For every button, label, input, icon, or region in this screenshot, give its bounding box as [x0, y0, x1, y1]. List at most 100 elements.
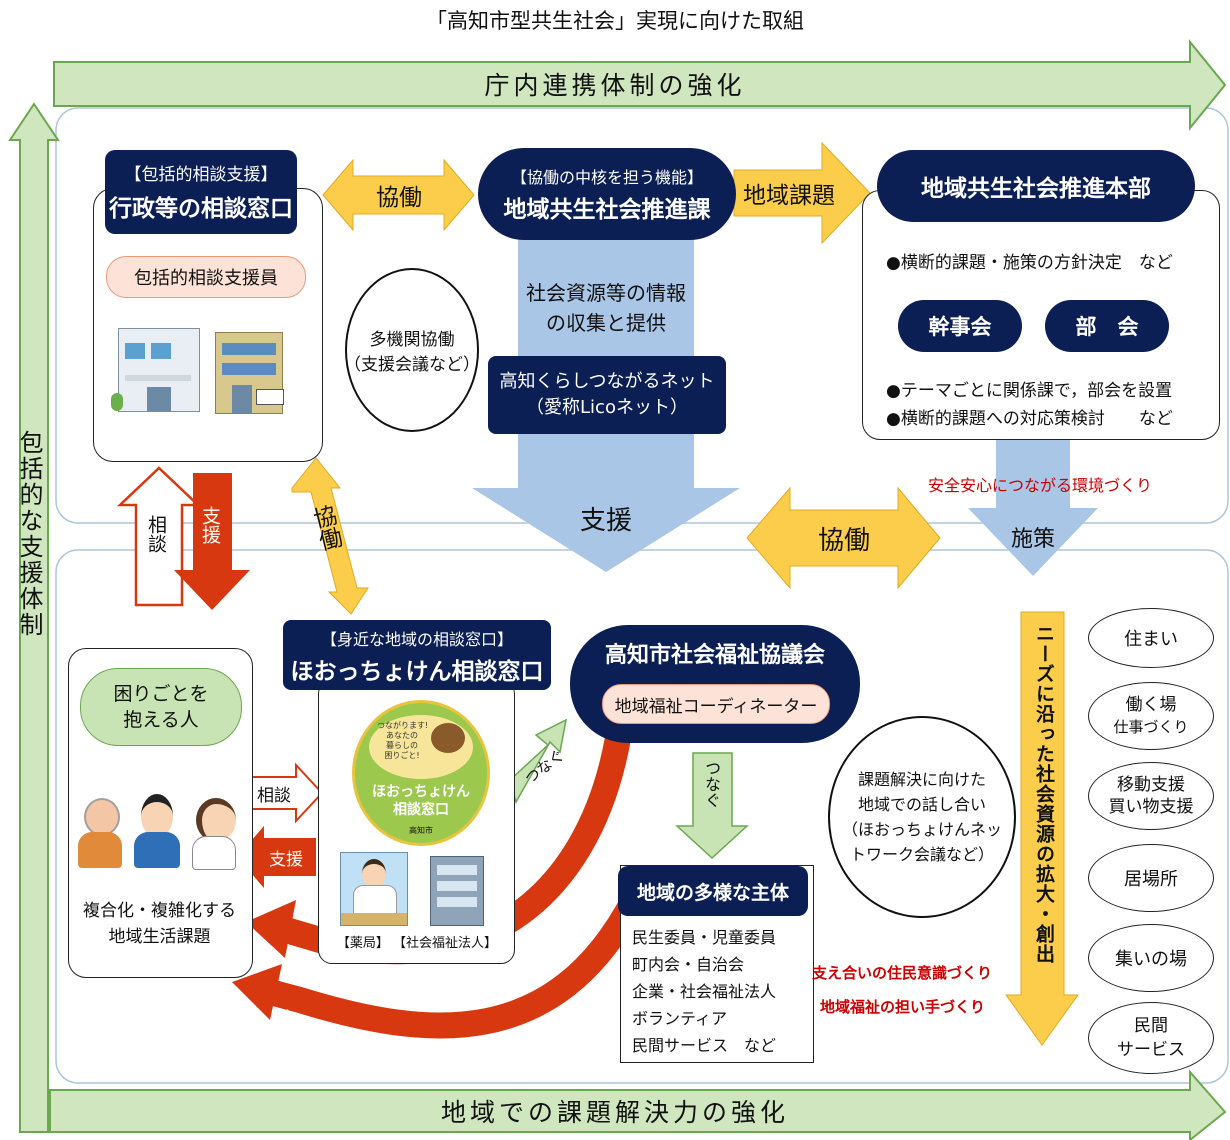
council-title: 高知市社会福祉協議会 [604, 643, 825, 668]
left-band-label: 包括的な支援体制 [15, 430, 43, 638]
hoochoken-badge: つながります! あなたの 暮らしの 困りごと! ほおっちょけん 相談窓口 高知市 [352, 700, 490, 846]
actors-item-1: 民生委員・児童委員 [632, 928, 777, 947]
person-caption: 複合化・複雑化する 地域生活課題 [72, 898, 247, 950]
connect-down-label: つなぐ [702, 760, 721, 808]
collab-mid-label: 協働 [817, 525, 870, 556]
lico-net-line2: （愛称Licoネット） [526, 397, 688, 418]
person-caption-line1: 複合化・複雑化する [83, 901, 236, 921]
hq-item-3: ●横断的課題への対応策検討 など [886, 409, 1173, 429]
worried-man-icon [134, 794, 180, 868]
collab-arrow-top [322, 158, 475, 232]
person-bubble-line2: 抱える人 [123, 709, 199, 731]
core-oval: 【協働の中核を担う機能】 地域共生社会推進課 [478, 148, 736, 240]
actors-item-2: 町内会・自治会 [632, 955, 745, 974]
resource-workplace: 働く場 仕事づくり [1088, 682, 1214, 750]
welfare-facility-icon [430, 856, 484, 926]
hq-title: 地域共生社会推進本部 [877, 150, 1195, 222]
actors-item-3: 企業・社会福祉法人 [632, 982, 777, 1001]
core-info-text: 社会資源等の情報 の収集と提供 [520, 278, 692, 338]
admin-window-header: 【包括的相談支援】 行政等の相談窓口 [105, 150, 297, 234]
bottom-band-label: 地域での課題解決力の強化 [440, 1098, 789, 1127]
top-band-label: 庁内連携体制の強化 [484, 71, 746, 100]
regional-issue-label: 地域課題 [743, 183, 835, 209]
bottom-band-arrow [49, 1069, 1227, 1140]
resource-workplace-line2: 仕事づくり [1113, 718, 1189, 736]
badge-line2: 相談窓口 [393, 802, 449, 818]
support-left-label: 支援 [269, 849, 303, 870]
regional-issue-arrow [733, 141, 871, 245]
support-curve-head-1 [246, 900, 296, 958]
left-band-arrow [8, 102, 60, 1133]
resource-mobility: 移動支援 買い物支援 [1088, 762, 1214, 830]
core-info-line1: 社会資源等の情報 [526, 281, 686, 305]
resource-private-line1: 民間 [1134, 1016, 1168, 1036]
multi-agency-line2: （支援会議など） [344, 355, 480, 375]
dog-mascot-icon [431, 723, 465, 753]
support-curve-arrow-2 [266, 893, 646, 1039]
support-center-building-icon [111, 328, 200, 412]
collab-arrow-mid [746, 486, 941, 590]
talk-line4: トワーク会議など） [849, 845, 994, 864]
local-window-tag: 【身近な地域の相談窓口】 [320, 630, 513, 649]
resource-place: 居場所 [1088, 844, 1214, 912]
page-title: 「高知市型共生社会」実現に向けた取組 [426, 9, 804, 33]
needs-banner-shape [1005, 611, 1079, 1046]
badge-small-line2: あなたの [386, 731, 418, 740]
policy-label: 施策 [1010, 527, 1055, 552]
resource-workplace-line1: 働く場 [1125, 695, 1177, 715]
talk-circle: 課題解決に向けた 地域での話し合い （ほおっちょけんネッ トワーク会議など） [828, 716, 1016, 918]
resource-housing: 住まい [1088, 608, 1214, 668]
admin-window-tag: 【包括的相談支援】 [124, 165, 278, 185]
support-down-label: 支援 [199, 506, 221, 544]
pharmacist-icon [340, 852, 408, 926]
connect-down-arrow [675, 752, 749, 860]
resource-private-line2: サービス [1117, 1040, 1185, 1060]
policy-arrow [968, 438, 1098, 576]
connect-diagonal-arrow [509, 718, 568, 804]
consult-up-label: 相談 [145, 515, 167, 553]
resource-gathering: 集いの場 [1088, 924, 1214, 992]
admin-staff-oval: 包括的相談支援員 [106, 256, 306, 298]
core-title: 地域共生社会推進課 [503, 197, 711, 223]
lower-region-panel [55, 549, 1229, 1084]
actors-item-5: 民間サービス など [632, 1036, 777, 1055]
talk-line1: 課題解決に向けた [857, 770, 986, 789]
hq-oval-section: 部 会 [1045, 300, 1169, 352]
consult-right-arrow [246, 762, 324, 824]
red-text-line2: 地域福祉の担い手づくり [820, 998, 986, 1016]
local-window-header: 【身近な地域の相談窓口】 ほおっちょけん相談窓口 [283, 620, 551, 690]
collab-top-label: 協働 [376, 185, 422, 211]
resource-private-service: 民間 サービス [1088, 1002, 1214, 1074]
support-curve-head-2 [232, 964, 282, 1020]
badge-city: 高知市 [409, 826, 433, 835]
badge-small-text: つながります! あなたの 暮らしの 困りごと! [377, 721, 429, 761]
badge-small-line3: 暮らしの [386, 741, 418, 750]
hq-item-1: ●横断的課題・施策の方針決定 など [886, 253, 1173, 273]
resource-gathering-label: 集いの場 [1115, 949, 1187, 970]
local-window-title: ほおっちょけん相談窓口 [290, 659, 544, 685]
core-tag: 【協働の中核を担う機能】 [510, 168, 703, 187]
needs-banner-text: ニーズに沿った社会資源の拡大・創出 [1033, 624, 1055, 964]
talk-line3: （ほおっちょけんネッ [841, 820, 1002, 839]
actors-title: 地域の多様な主体 [618, 866, 808, 916]
city-office-building-icon [215, 332, 284, 414]
talk-line2: 地域での話し合い [857, 795, 986, 814]
person-bubble-line1: 困りごとを [113, 683, 209, 705]
elderly-person-icon [78, 798, 122, 868]
badge-small-line4: 困りごと! [384, 751, 420, 760]
badge-line1: ほおっちょけん [372, 784, 470, 800]
multi-agency-line1: 多機関協働 [369, 330, 455, 350]
coordinator-oval: 地域福祉コーディネーター [602, 684, 830, 724]
multi-agency-circle: 多機関協働 （支援会議など） [344, 268, 480, 432]
hq-oval-executive: 幹事会 [898, 300, 1022, 352]
badge-small-line1: つながります! [377, 721, 429, 730]
local-window-labels: 【薬局】 【社会福祉法人】 [336, 936, 498, 951]
actors-item-4: ボランティア [632, 1009, 728, 1028]
admin-window-title: 行政等の相談窓口 [109, 196, 293, 222]
lico-net-line1: 高知くらしつながるネット [499, 371, 715, 392]
red-text-line1: 支え合いの住民意識づくり [812, 964, 993, 982]
resource-mobility-line1: 移動支援 [1117, 775, 1185, 795]
core-info-line2: の収集と提供 [546, 311, 666, 335]
person-caption-line2: 地域生活課題 [108, 927, 211, 947]
